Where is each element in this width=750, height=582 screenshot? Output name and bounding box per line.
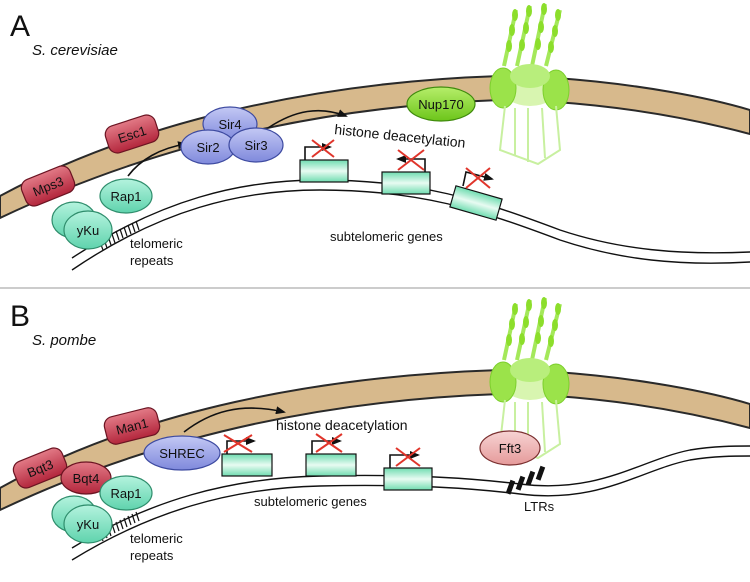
svg-text:Bqt4: Bqt4 <box>73 471 100 486</box>
label-repeats-b: repeats <box>130 548 174 563</box>
pore-ring-top-b <box>510 358 550 382</box>
svg-text:yKu: yKu <box>77 223 99 238</box>
pore-basket <box>498 105 562 166</box>
svg-text:Sir4: Sir4 <box>218 117 241 132</box>
gene-b-1 <box>221 434 273 477</box>
pore-filament-beads-b <box>506 297 561 347</box>
bqt3-protein: Bqt3 <box>12 447 68 489</box>
cross-red <box>311 139 335 158</box>
gene-a-1 <box>299 139 349 183</box>
label-subtelomeric-genes-b: subtelomeric genes <box>254 494 367 509</box>
nuclear-pore-complex-b <box>489 297 570 460</box>
label-telomeric-b: telomeric <box>130 531 183 546</box>
nuclear-pore-complex <box>489 3 570 166</box>
svg-text:yKu: yKu <box>77 517 99 532</box>
sir3-protein <box>228 127 284 163</box>
label-histone-deacetylation-b: histone deacetylation <box>276 417 408 433</box>
pore-filament-beads <box>506 3 561 53</box>
gene-b-3 <box>383 447 433 491</box>
svg-text:Sir2: Sir2 <box>196 140 219 155</box>
cross-red <box>465 167 491 189</box>
esc1-protein: Esc1 <box>104 114 160 154</box>
pore-ring-left <box>489 67 517 109</box>
panel-b: B S. pombe <box>0 297 750 563</box>
arrow-man1-to-genes <box>183 406 286 433</box>
arrow-sir-to-genes <box>267 109 348 129</box>
label-telomeric-a: telomeric <box>130 236 183 251</box>
yku-protein-a: yKu <box>51 201 113 250</box>
label-repeats-a: repeats <box>130 253 174 268</box>
chromosome-a-line-2 <box>71 189 750 271</box>
svg-text:Fft3: Fft3 <box>499 441 521 456</box>
cross-red <box>315 433 343 453</box>
shrec-protein: SHREC <box>143 435 221 471</box>
gene-a-2 <box>381 149 431 195</box>
cross-red <box>223 434 253 453</box>
pore-ring-top <box>510 64 550 88</box>
label-ltrs: LTRs <box>524 499 555 514</box>
chromosome-b-line-1 <box>71 445 750 549</box>
man1-protein: Man1 <box>103 407 161 445</box>
panel-b-letter: B <box>10 300 30 333</box>
yku-protein-b: yKu <box>51 495 113 544</box>
sir-complex: Sir4 Sir2 Sir3 <box>180 106 284 165</box>
bqt4-protein: Bqt4 <box>60 461 112 495</box>
svg-text:SHREC: SHREC <box>159 446 205 461</box>
mps3-protein: Mps3 <box>20 165 76 207</box>
pore-ring-left-b <box>489 361 517 403</box>
arrow-rap1-to-sir <box>127 141 188 177</box>
nuclear-envelope-right <box>555 76 750 136</box>
svg-text:Rap1: Rap1 <box>110 486 141 501</box>
chromosome-b-line-2 <box>71 455 750 561</box>
nuclear-envelope-right-b <box>555 370 750 430</box>
panel-a-species: S. cerevisiae <box>32 42 118 59</box>
rap1-protein-b: Rap1 <box>99 475 153 511</box>
panel-a: A S. cerevisiae <box>0 3 750 271</box>
panel-b-species: S. pombe <box>32 332 96 349</box>
rap1-protein-a: Rap1 <box>99 178 153 214</box>
label-histone-deacetylation-a: histone deacetylation <box>334 121 466 151</box>
cross-red <box>397 149 425 171</box>
svg-text:Sir3: Sir3 <box>244 138 267 153</box>
cross-red <box>395 447 421 467</box>
nup170-protein: Nup170 <box>406 86 476 122</box>
ltr-bars <box>505 465 546 495</box>
gene-a-3 <box>449 167 503 221</box>
label-subtelomeric-genes-a: subtelomeric genes <box>330 229 443 244</box>
fft3-protein: Fft3 <box>479 430 541 466</box>
panel-a-letter: A <box>10 10 30 43</box>
svg-text:Nup170: Nup170 <box>418 97 464 112</box>
gene-b-2 <box>305 433 357 477</box>
svg-text:Rap1: Rap1 <box>110 189 141 204</box>
